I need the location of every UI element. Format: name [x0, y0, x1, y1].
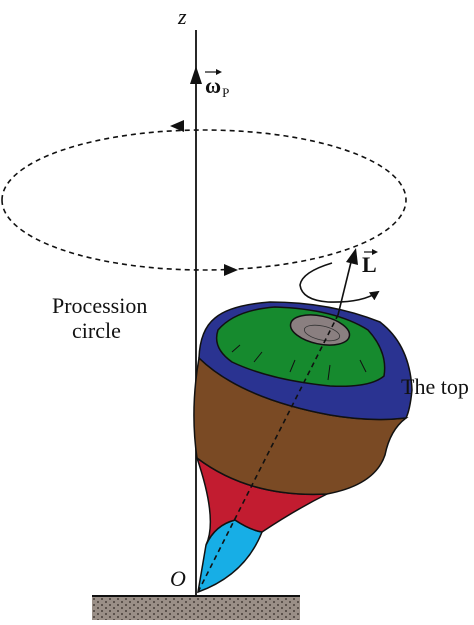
the-top-label: The top	[401, 374, 469, 399]
top-grey-cap	[289, 314, 351, 346]
procession-arrow-top	[170, 120, 184, 132]
top-cyan-tip	[197, 519, 264, 594]
angular-momentum-label: L	[362, 252, 377, 277]
z-axis-arrow	[190, 66, 202, 84]
spinning-top	[193, 301, 413, 594]
procession-circle-front	[1, 199, 407, 271]
spin-axis	[197, 314, 339, 593]
top-red-band	[195, 455, 328, 546]
z-axis-label: z	[177, 4, 187, 29]
ground-surface	[92, 595, 300, 620]
procession-circle-label-2: circle	[72, 318, 121, 343]
omega-p-label: ωP	[205, 73, 229, 100]
procession-circle-back	[1, 129, 407, 201]
spin-rotation-arrow	[299, 262, 380, 303]
origin-label: O	[170, 566, 186, 591]
procession-arrow-bottom	[224, 264, 238, 276]
procession-circle-label-1: Procession	[52, 293, 147, 318]
angular-momentum-vector	[337, 257, 353, 316]
angular-momentum-arrow	[346, 248, 358, 265]
